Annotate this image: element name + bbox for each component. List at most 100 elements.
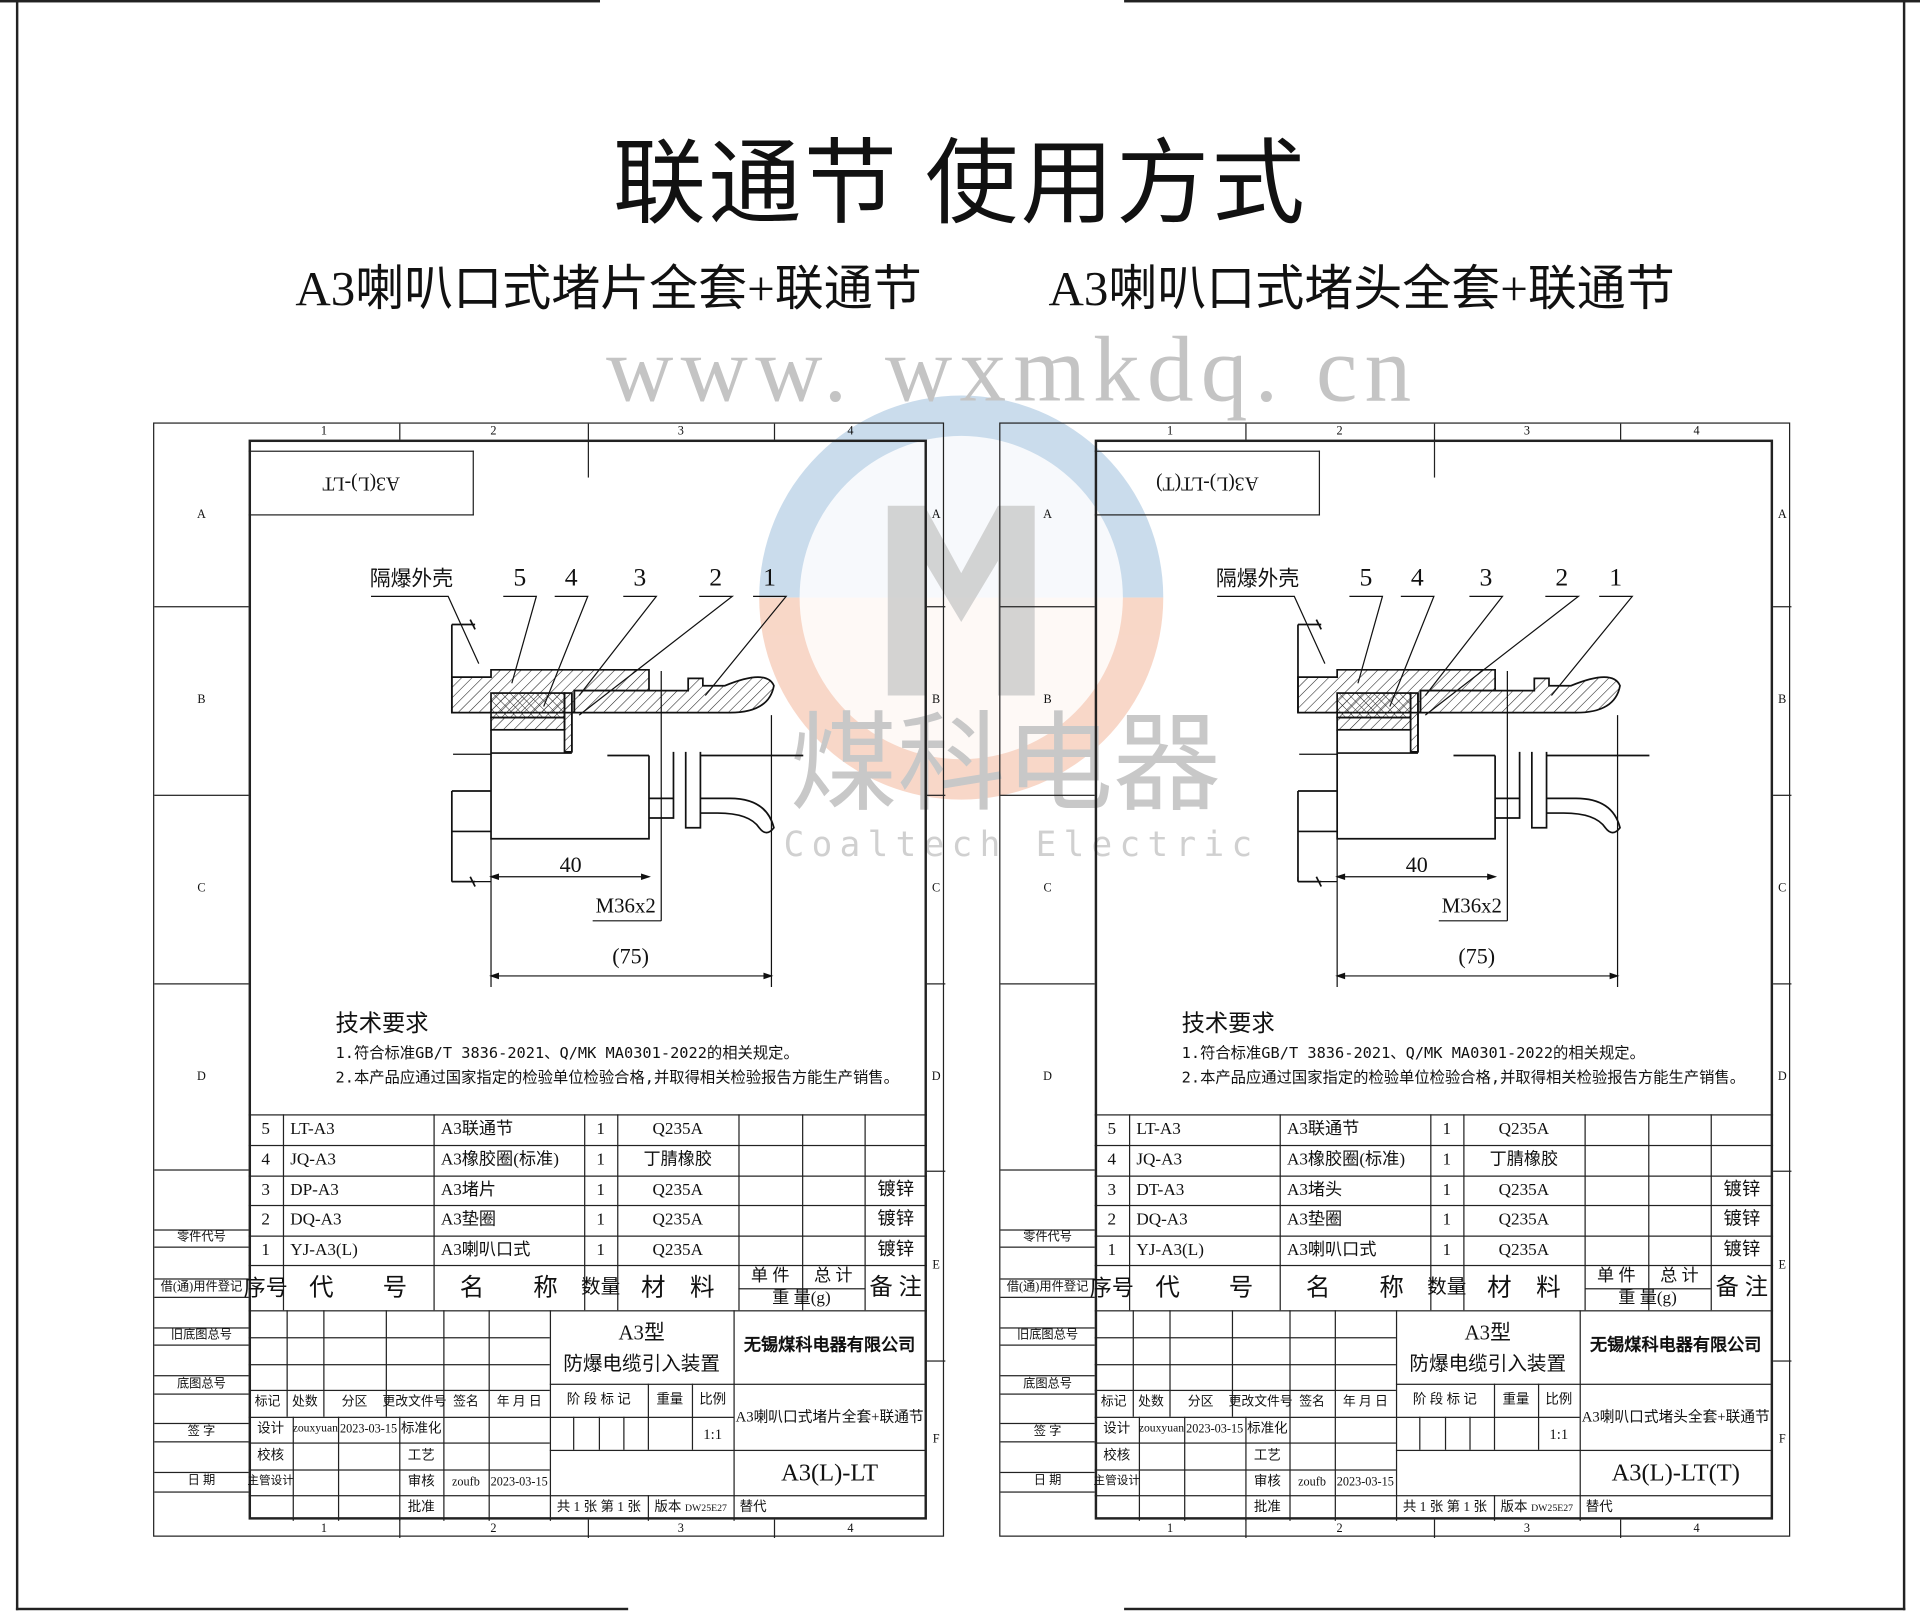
part-remark: [1711, 1145, 1773, 1176]
zone-col-label: 1: [320, 1522, 327, 1536]
grid-line: [1138, 1416, 1141, 1521]
mirror-label-box: [1094, 450, 1321, 516]
grid-line: [691, 1383, 694, 1450]
grid-line: [617, 1114, 619, 1311]
rev-header: 签名: [1299, 1395, 1325, 1410]
header-seq: 序号: [243, 1275, 288, 1300]
grid-line: [1094, 1389, 1396, 1392]
grid-line: [773, 1519, 776, 1538]
grid-line: [154, 794, 249, 797]
grid-line: [623, 1416, 625, 1450]
grid-line: [154, 1169, 249, 1171]
grid-line: [1395, 1449, 1772, 1452]
grid-line: [926, 1170, 946, 1173]
grid-line: [1231, 1310, 1234, 1417]
side-label: 旧底图总号: [170, 1328, 233, 1343]
part-material: Q235A: [652, 1181, 703, 1200]
grid-line: [1334, 1416, 1337, 1521]
grid-line: [1184, 1416, 1186, 1521]
zone-col-label: 2: [1336, 424, 1343, 438]
reviewer-name: zoufb: [1298, 1474, 1326, 1489]
grid-line: [573, 1416, 575, 1450]
part-remark: 镀锌: [877, 1240, 915, 1261]
header-material: 材 料: [641, 1274, 715, 1302]
dimension-40: 40: [559, 852, 582, 877]
designer-name: zouxyuan: [292, 1422, 338, 1435]
grid-line: [1132, 1310, 1135, 1417]
label-check: 校核: [1103, 1447, 1131, 1463]
grid-line: [154, 1393, 249, 1396]
part-seq: 2: [1107, 1210, 1117, 1229]
part-qty: 1: [596, 1241, 605, 1260]
grid-line: [154, 606, 249, 608]
tech-line-2: 2.本产品应通过国家指定的检验单位检验合格,并取得相关检验报告方能生产销售。: [1181, 1067, 1746, 1087]
grid-line: [1620, 423, 1622, 440]
horn-lower-profile: [648, 751, 804, 834]
header-total-weight: 总 计: [1660, 1266, 1699, 1286]
zone-row-label: F: [932, 1432, 940, 1447]
header-unit-weight: 单 件: [1597, 1266, 1636, 1286]
header-remark: 备 注: [1715, 1274, 1769, 1301]
part-seq: 2: [261, 1210, 271, 1229]
grid-line: [1493, 1495, 1496, 1521]
grid-line: [248, 1264, 927, 1267]
part-seq: 4: [1107, 1150, 1117, 1169]
zone-col-label: 3: [677, 1522, 684, 1536]
part-seq: 1: [1107, 1241, 1117, 1260]
review-date: 2023-03-15: [1336, 1474, 1394, 1489]
tech-line-1: 1.符合标准GB/T 3836-2021、Q/MK MA0301-2022的相关…: [1181, 1043, 1645, 1062]
header-remark: 备 注: [869, 1274, 922, 1301]
part-name: A3联通节: [1286, 1119, 1360, 1139]
grid-line: [1094, 1337, 1396, 1339]
callout-number: 1: [1609, 561, 1623, 591]
part-name: A3堵头: [1286, 1181, 1343, 1200]
design-date: 2023-03-15: [1186, 1422, 1244, 1436]
side-label: 底图总号: [176, 1376, 226, 1391]
grid-line: [549, 1416, 734, 1419]
part-qty: 1: [1442, 1181, 1452, 1200]
drawing-code: A3(L)-LT(T): [1611, 1458, 1740, 1486]
header-material: 材 料: [1487, 1274, 1561, 1302]
grid-line: [1773, 983, 1792, 985]
callout-number: 1: [763, 561, 777, 591]
zone-row-label: D: [931, 1069, 941, 1084]
leader-1: [704, 595, 788, 696]
grid-line: [1334, 1310, 1337, 1417]
label-scale: 比例: [1545, 1392, 1573, 1407]
company-name: 无锡煤科电器有限公司: [1590, 1337, 1762, 1356]
zone-row-label: E: [932, 1258, 940, 1272]
drawing-name: A3喇叭口式堵头全套+联通节: [1581, 1408, 1770, 1426]
grid-line: [1419, 1416, 1421, 1450]
label-replace: 替代: [739, 1500, 767, 1515]
header-name: 名 称: [1305, 1274, 1404, 1302]
header-name: 名 称: [459, 1274, 558, 1302]
zone-col-label: 3: [1523, 424, 1531, 438]
grid-line: [1433, 439, 1436, 478]
grid-line: [1094, 1204, 1774, 1207]
grid-line: [598, 1416, 601, 1450]
part-name: A3橡胶圈(标准): [1286, 1150, 1406, 1169]
grid-line: [549, 1310, 552, 1521]
part-code: LT-A3: [1136, 1119, 1181, 1139]
crop-line-top-left: [0, 0, 601, 3]
part-material: Q235A: [652, 1119, 703, 1139]
label-design: 设计: [1103, 1421, 1131, 1437]
zone-col-label: 2: [490, 424, 497, 438]
grid-line: [443, 1416, 445, 1521]
grid-line: [248, 1389, 550, 1392]
zone-col-label: 1: [1166, 424, 1174, 438]
grid-line: [584, 1114, 586, 1311]
grid-line: [1094, 1114, 1774, 1116]
design-date: 2023-03-15: [339, 1422, 398, 1436]
grid-line: [1094, 1235, 1774, 1238]
label-standard: 标准化: [401, 1421, 442, 1437]
header-weight: 重 量(g): [1618, 1289, 1677, 1308]
zone-col-label: 1: [320, 424, 327, 438]
tech-line-1: 1.符合标准GB/T 3836-2021、Q/MK MA0301-2022的相关…: [335, 1043, 799, 1062]
grid-line: [864, 1114, 867, 1311]
company-name: 无锡煤科电器有限公司: [743, 1337, 916, 1356]
grid-line: [1245, 423, 1247, 440]
label-review: 审核: [407, 1474, 435, 1489]
callout-number: 4: [1410, 561, 1424, 591]
